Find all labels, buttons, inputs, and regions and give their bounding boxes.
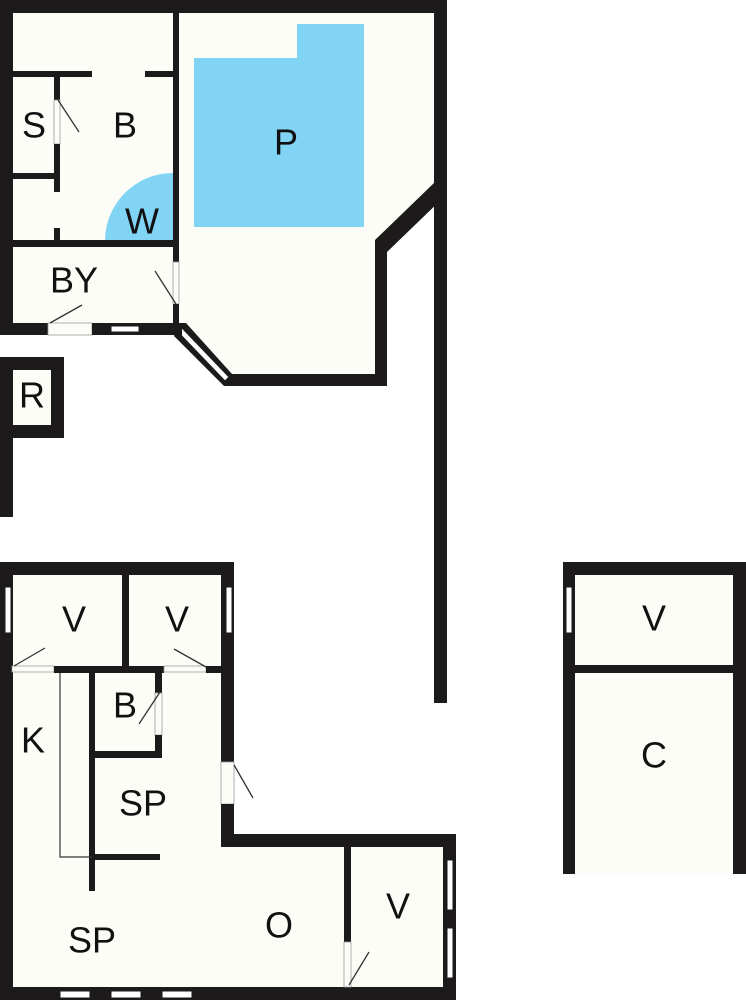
bottom-building [0,562,456,1000]
room-label-c: C [641,735,667,776]
room-label-v4: V [642,598,666,639]
room-label-sp2: SP [68,920,116,961]
room-label-by: BY [50,260,98,301]
room-label-v3: V [386,886,410,927]
top-building [0,0,447,386]
room-label-v1: V [62,599,86,640]
right-building [563,562,746,874]
room-label-v2: V [165,599,189,640]
room-labels: S B W P BY R V V K B SP SP O V V C [19,105,667,961]
room-label-b2: B [113,685,137,726]
room-label-b: B [113,105,137,146]
room-label-sp1: SP [119,783,167,824]
room-label-o: O [265,905,293,946]
room-label-s: S [22,105,46,146]
room-label-k: K [21,720,45,761]
whirlpool [105,173,173,241]
room-label-p: P [274,122,298,163]
long-wall [434,195,447,703]
storage-r [0,357,64,517]
pool [194,24,364,227]
room-label-r: R [19,375,45,416]
room-label-w: W [125,201,159,242]
